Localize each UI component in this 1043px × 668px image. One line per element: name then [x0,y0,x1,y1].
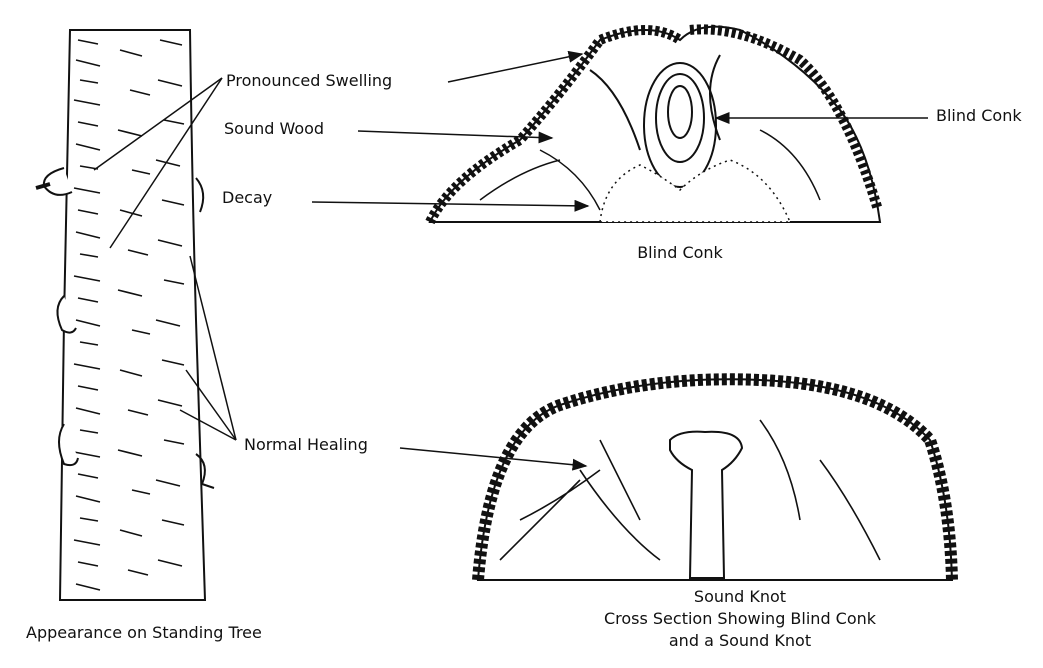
caption-sound-knot: Sound Knot [560,586,920,608]
caption-cross-section: Cross Section Showing Blind Conk [540,608,940,630]
label-decay: Decay [222,188,272,208]
label-normal-healing: Normal Healing [244,435,368,455]
caption-standing-tree: Appearance on Standing Tree [26,622,326,644]
label-sound-wood: Sound Wood [224,119,324,139]
label-pronounced-swelling: Pronounced Swelling [226,71,392,91]
caption-blind-conk: Blind Conk [590,242,770,264]
label-blind-conk: Blind Conk [936,106,1022,126]
blind-conk-section [430,27,880,222]
sound-knot-section [478,379,952,580]
caption-and-sound-knot: and a Sound Knot [560,630,920,652]
tree-trunk [36,30,214,600]
leader-pronounced-swelling [448,54,582,82]
